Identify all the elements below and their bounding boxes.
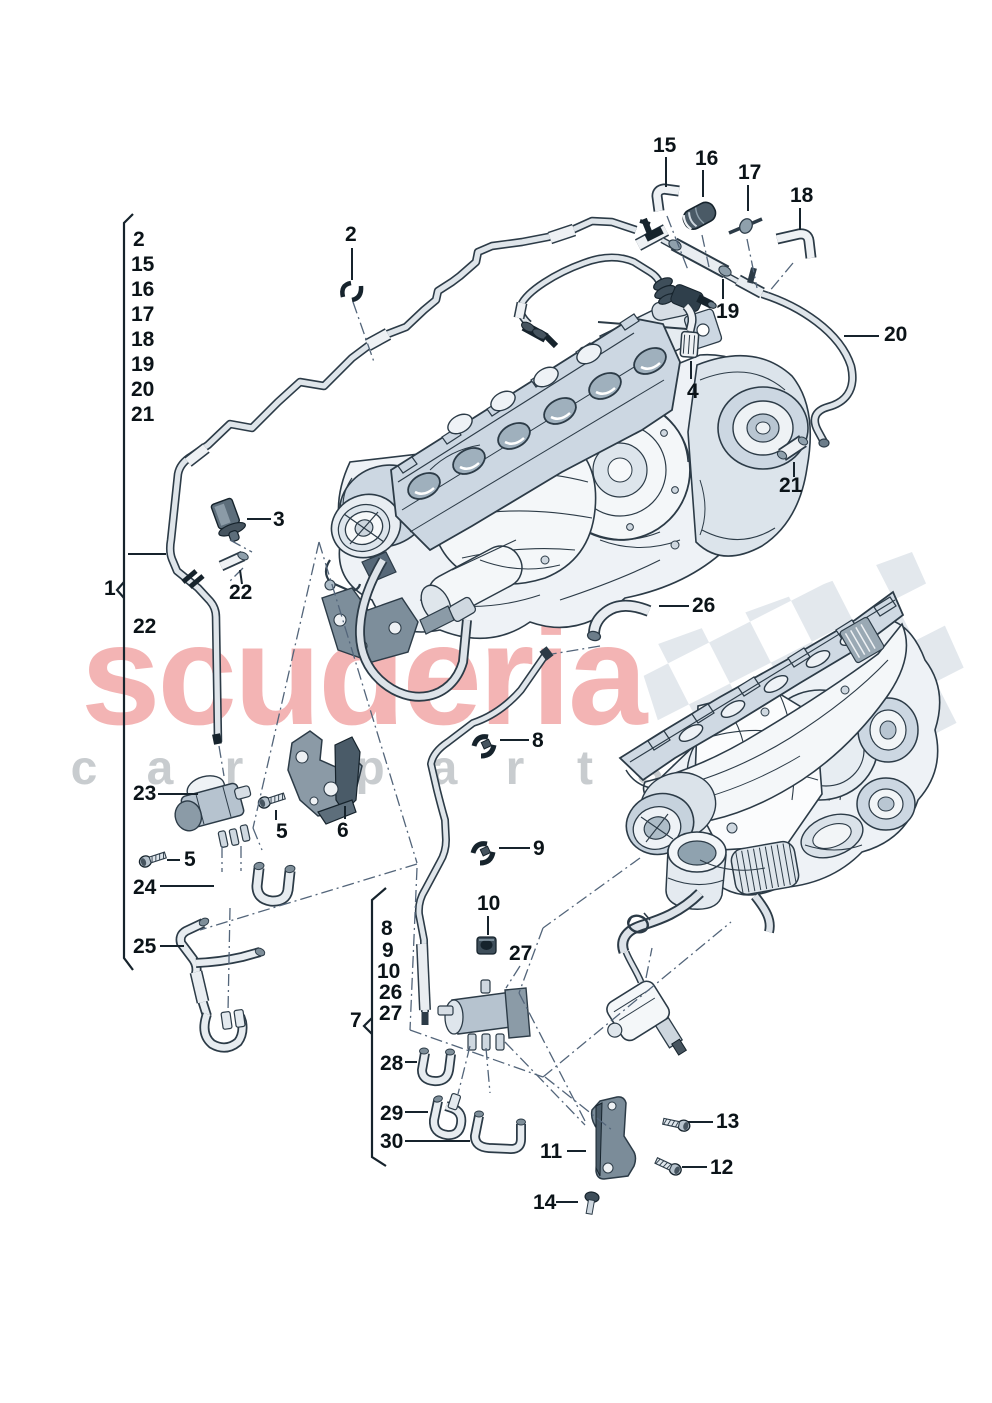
svg-text:9: 9: [382, 939, 394, 962]
svg-text:23: 23: [133, 782, 156, 805]
svg-text:28: 28: [380, 1052, 404, 1075]
svg-text:24: 24: [133, 876, 157, 899]
svg-text:16: 16: [695, 147, 718, 170]
svg-text:6: 6: [337, 819, 349, 842]
svg-text:20: 20: [884, 323, 907, 346]
svg-text:10: 10: [477, 892, 500, 915]
svg-text:7: 7: [350, 1009, 362, 1032]
svg-text:1: 1: [104, 577, 116, 600]
svg-text:22: 22: [133, 615, 156, 638]
svg-text:5: 5: [184, 848, 196, 871]
svg-text:19: 19: [716, 300, 739, 323]
svg-text:r: r: [506, 742, 525, 795]
svg-text:21: 21: [131, 403, 155, 426]
svg-text:21: 21: [779, 474, 803, 497]
svg-text:26: 26: [692, 594, 715, 617]
svg-text:29: 29: [380, 1102, 403, 1125]
svg-text:5: 5: [276, 820, 288, 843]
svg-text:18: 18: [790, 184, 814, 207]
svg-text:14: 14: [533, 1191, 557, 1214]
svg-text:30: 30: [380, 1130, 403, 1153]
svg-text:c: c: [71, 742, 98, 795]
svg-text:a: a: [147, 742, 174, 795]
svg-text:2: 2: [345, 223, 357, 246]
svg-text:4: 4: [687, 380, 699, 403]
svg-text:8: 8: [381, 917, 393, 940]
svg-text:t: t: [577, 742, 593, 795]
svg-text:8: 8: [532, 729, 544, 752]
svg-text:22: 22: [229, 581, 252, 604]
svg-text:27: 27: [379, 1002, 402, 1025]
svg-text:13: 13: [716, 1110, 739, 1133]
svg-text:r: r: [225, 742, 244, 795]
svg-text:15: 15: [653, 134, 677, 157]
svg-text:19: 19: [131, 353, 154, 376]
svg-text:3: 3: [273, 508, 285, 531]
svg-text:26: 26: [379, 981, 402, 1004]
svg-text:2: 2: [133, 228, 145, 251]
svg-text:11: 11: [540, 1140, 563, 1163]
svg-text:17: 17: [131, 303, 154, 326]
svg-text:10: 10: [377, 960, 400, 983]
svg-text:12: 12: [710, 1156, 733, 1179]
svg-text:27: 27: [509, 942, 532, 965]
svg-text:25: 25: [133, 935, 157, 958]
svg-text:16: 16: [131, 278, 154, 301]
svg-text:15: 15: [131, 253, 155, 276]
svg-text:9: 9: [533, 837, 545, 860]
svg-text:20: 20: [131, 378, 154, 401]
svg-text:17: 17: [738, 161, 761, 184]
svg-text:18: 18: [131, 328, 155, 351]
